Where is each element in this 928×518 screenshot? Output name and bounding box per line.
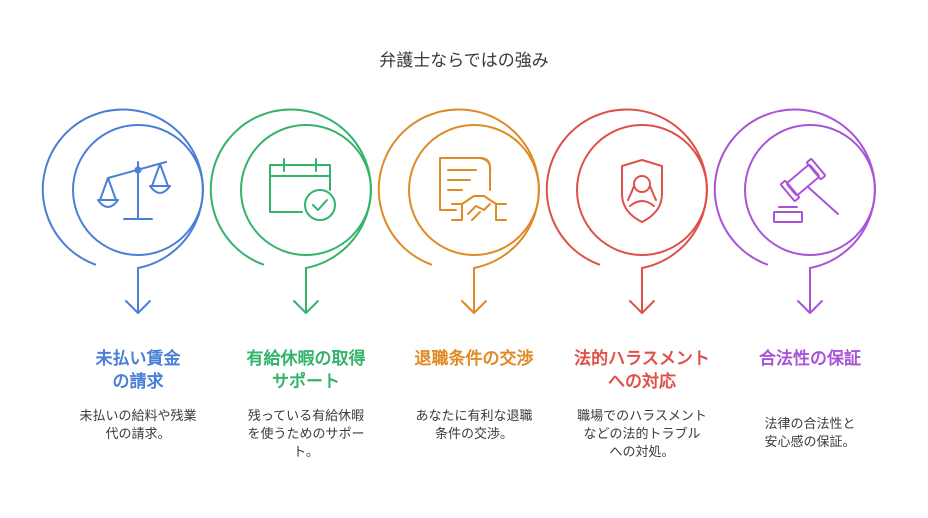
step-5-inner-circle bbox=[744, 124, 876, 256]
step-5-arrow-icon bbox=[797, 300, 823, 314]
step-1-arrow-icon bbox=[125, 300, 151, 314]
step-5 bbox=[713, 108, 876, 314]
step-4 bbox=[545, 108, 708, 314]
step-4-description: 職場でのハラスメント などの法的トラブル への対処。 bbox=[577, 409, 707, 460]
step-2-inner-circle bbox=[240, 124, 372, 256]
step-3-title: 退職条件の交渉 bbox=[414, 349, 534, 369]
step-2-arrow-icon bbox=[293, 300, 319, 314]
shield-person-icon bbox=[621, 159, 663, 223]
calendar-check-icon bbox=[269, 158, 336, 221]
scales-icon bbox=[97, 161, 171, 220]
step-4-ring bbox=[545, 108, 708, 269]
step-2-title: 有給休暇の取得 サポート bbox=[246, 349, 366, 392]
gavel-icon bbox=[773, 158, 839, 223]
step-4-inner-circle bbox=[576, 124, 708, 256]
step-3-ring bbox=[377, 108, 540, 269]
step-1-title: 未払い賃金 の請求 bbox=[95, 349, 181, 392]
step-2-ring bbox=[209, 108, 372, 269]
step-3 bbox=[377, 108, 540, 314]
step-3-arrow-icon bbox=[461, 300, 487, 314]
step-1-inner-circle bbox=[72, 124, 204, 256]
contract-handshake-icon bbox=[439, 157, 507, 221]
step-4-title: 法的ハラスメント への対応 bbox=[574, 349, 710, 392]
step-2 bbox=[209, 108, 372, 314]
step-5-ring bbox=[713, 108, 876, 269]
step-3-description: あなたに有利な退職 条件の交渉。 bbox=[415, 409, 533, 442]
step-1-description: 未払いの給料や残業 代の請求。 bbox=[79, 409, 197, 442]
step-5-description: 法律の合法性と 安心感の保証。 bbox=[764, 417, 856, 450]
step-4-arrow-icon bbox=[629, 300, 655, 314]
diagram-title: 弁護士ならではの強み bbox=[379, 51, 549, 71]
step-2-description: 残っている有給休暇 を使うためのサポー ト。 bbox=[247, 409, 365, 460]
step-3-inner-circle bbox=[408, 124, 540, 256]
step-1-ring bbox=[41, 108, 204, 269]
step-5-title: 合法性の保証 bbox=[759, 349, 861, 369]
step-1 bbox=[41, 108, 204, 314]
